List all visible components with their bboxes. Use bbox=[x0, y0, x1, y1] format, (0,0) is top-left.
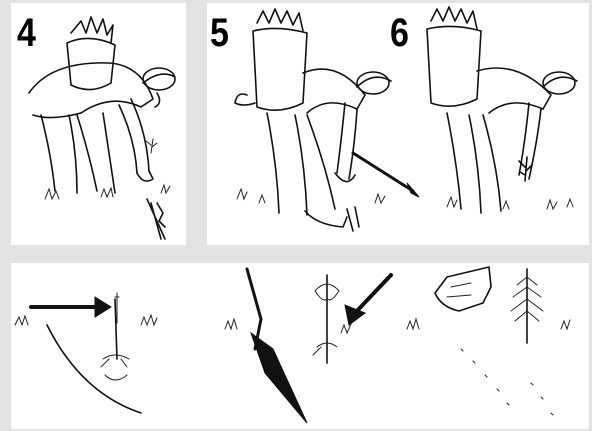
planter-with-shovel-illustrations bbox=[207, 3, 589, 245]
arrow-icon bbox=[345, 275, 391, 325]
step-4-panel: 4 bbox=[11, 3, 186, 245]
arrow-icon bbox=[31, 297, 111, 317]
planting-detail-illustrations bbox=[11, 263, 589, 429]
planting-detail-panel bbox=[11, 263, 589, 429]
planter-bending-illustration bbox=[11, 3, 186, 245]
steps-5-6-panel: 5 6 bbox=[207, 3, 589, 245]
